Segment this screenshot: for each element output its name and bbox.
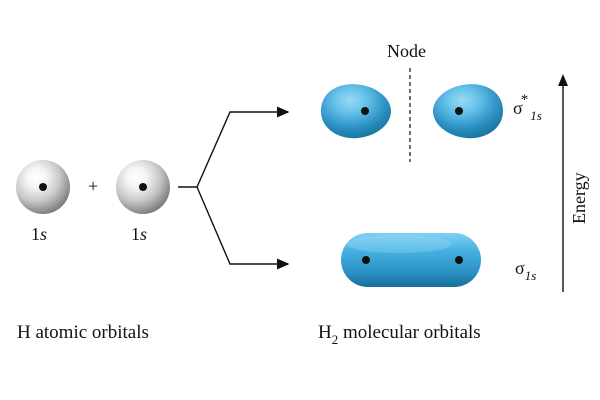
antibonding-right-nucleus-dot — [455, 107, 463, 115]
atomic-orbital-sphere-1 — [16, 160, 70, 214]
atomic-orbital-label-1-number: 1 — [31, 224, 40, 244]
antibonding-right-lobe-shape — [433, 84, 503, 139]
orbital-split-arrows — [178, 106, 290, 270]
bonding-subscript: 1s — [524, 268, 537, 283]
nucleus-dot-1 — [39, 183, 47, 191]
molecular-orbitals-caption: H2 molecular orbitals — [318, 322, 481, 347]
bonding-orbital-label: σ1s — [515, 258, 536, 283]
antibonding-left-nucleus-dot — [361, 107, 369, 115]
node-label: Node — [387, 41, 426, 61]
energy-axis — [558, 74, 568, 292]
antibonding-left-lobe — [321, 84, 391, 139]
bonding-left-nucleus-dot — [362, 256, 370, 264]
lower-arrow — [196, 186, 290, 270]
atomic-orbital-sphere-2 — [116, 160, 170, 214]
atomic-orbital-label-1-letter: s — [40, 224, 48, 244]
energy-axis-label: Energy — [569, 172, 589, 224]
antibonding-subscript: 1s — [530, 108, 542, 123]
bonding-right-nucleus-dot — [455, 256, 463, 264]
atomic-orbital-label-2-number: 1 — [131, 224, 140, 244]
atomic-orbitals-caption: H atomic orbitals — [17, 322, 149, 343]
molecular-caption-prefix: H — [318, 322, 332, 343]
atomic-orbital-label-1: 1s — [31, 224, 47, 245]
antibonding-left-lobe-shape — [321, 84, 391, 139]
nucleus-dot-2 — [139, 183, 147, 191]
atomic-orbital-label-2-letter: s — [140, 224, 148, 244]
antibonding-orbital-label: σ*1s — [513, 92, 542, 123]
upper-arrow — [196, 106, 290, 188]
molecular-caption-suffix: molecular orbitals — [338, 322, 481, 343]
bonding-orbital-highlight — [347, 235, 451, 253]
plus-sign: + — [88, 176, 99, 196]
molecular-caption-subscript: 2 — [331, 332, 339, 347]
bonding-sigma-symbol: σ — [515, 258, 525, 278]
bonding-orbital — [341, 233, 481, 287]
antibonding-sigma-symbol: σ — [513, 98, 523, 118]
bonding-orbital-shape — [341, 233, 481, 287]
antibonding-right-lobe — [433, 84, 503, 139]
antibonding-star-superscript: * — [520, 92, 529, 108]
atomic-orbital-label-2: 1s — [131, 224, 147, 245]
energy-axis-arrowhead — [558, 74, 568, 86]
